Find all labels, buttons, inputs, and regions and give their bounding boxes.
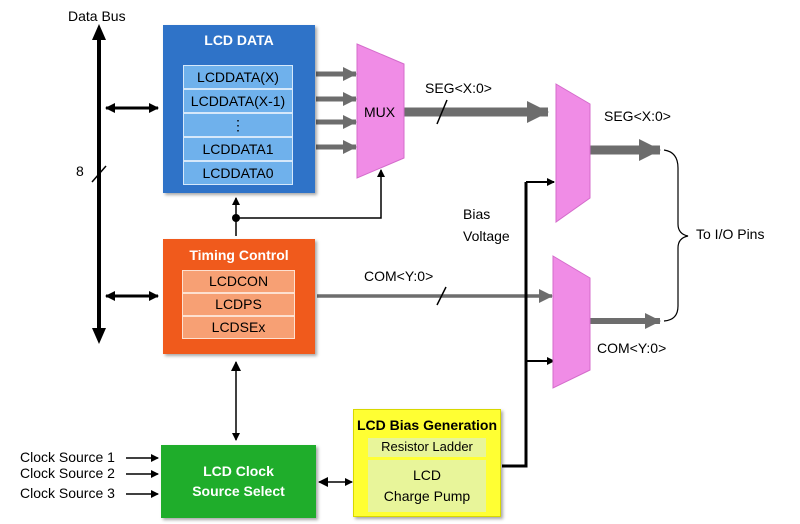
bias-voltage-line: [502, 182, 528, 468]
com-bus-label: COM<Y:0>: [364, 268, 434, 284]
bias-generation-title: LCD Bias Generation: [356, 417, 498, 433]
lcd-data-register: LCDDATA0: [183, 161, 293, 185]
charge-pump: LCD Charge Pump: [368, 460, 486, 512]
bias-generation-block: LCD Bias Generation Resistor Ladder LCD …: [353, 409, 501, 517]
charge-pump-line2: Charge Pump: [383, 488, 471, 504]
data-bus-label: Data Bus: [68, 8, 126, 24]
data-bus-top-arrowhead: [92, 24, 106, 40]
timing-control-block: Timing Control LCDCON LCDPS LCDSEx: [163, 239, 315, 354]
data-bus-width-label: 8: [76, 163, 84, 179]
timing-register: LCDSEx: [182, 316, 295, 339]
lcd-data-block: LCD DATA LCDDATA(X) LCDDATA(X-1) ⋮ LCDDA…: [163, 25, 315, 193]
data-bus-width-slash: [91, 165, 107, 183]
junction-to-mux-select-arrow: [236, 169, 385, 219]
io-pins-label: To I/O Pins: [696, 226, 765, 242]
seg-bus-label: SEG<X:0>: [425, 80, 492, 96]
com-driver-shape: [552, 255, 591, 389]
seg-driver-shape: [555, 83, 591, 223]
com-output-label: COM<Y:0>: [597, 340, 667, 356]
io-pins-brace: [663, 149, 689, 322]
clock-source-label: Clock Source 2: [20, 465, 115, 481]
timing-control-title: Timing Control: [189, 247, 289, 263]
charge-pump-line1: LCD: [412, 467, 441, 483]
mux-label: MUX: [364, 104, 396, 120]
bias-voltage-label-line1: Bias: [463, 206, 491, 222]
lcd-data-register-ellipsis: ⋮: [183, 113, 293, 137]
timing-register: LCDCON: [182, 270, 295, 293]
seg-output-label: SEG<X:0>: [604, 108, 671, 124]
timing-register: LCDPS: [182, 293, 295, 316]
lcd-data-register: LCDDATA1: [183, 137, 293, 161]
seg-bus-slash: [436, 99, 448, 125]
clock-select-title-line2: Source Select: [192, 483, 285, 499]
bias-voltage-label-line2: Voltage: [463, 228, 510, 244]
lcd-data-register: LCDDATA(X): [183, 65, 293, 89]
lcd-data-title: LCD DATA: [204, 32, 274, 48]
clock-source-label: Clock Source 3: [20, 485, 115, 501]
clock-source-select-block: LCD Clock Source Select: [161, 445, 316, 518]
lcd-data-register: LCDDATA(X-1): [183, 89, 293, 113]
clock-source-label: Clock Source 1: [20, 449, 115, 465]
mux-shape: [356, 43, 405, 179]
clock-select-title-line1: LCD Clock: [203, 463, 274, 479]
resistor-ladder: Resistor Ladder: [368, 438, 486, 457]
com-bus-slash: [436, 286, 447, 306]
data-bus-bottom-arrowhead: [92, 328, 106, 344]
